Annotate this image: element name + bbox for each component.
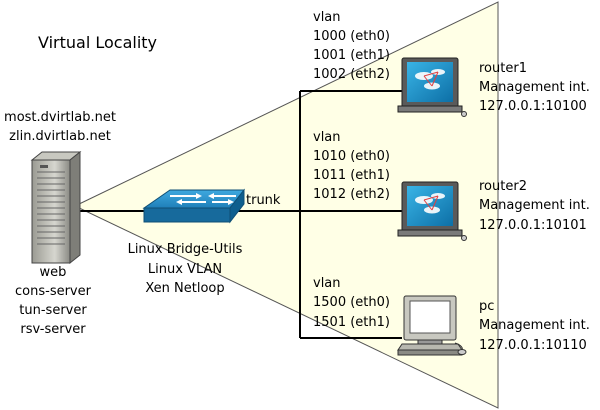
vlan-title: vlan: [313, 10, 341, 25]
router2-icon: [397, 181, 467, 241]
vlan-title: vlan: [313, 276, 341, 291]
pc-icon: [397, 295, 467, 356]
server-service: rsv-server: [20, 322, 86, 337]
server-service: tun-server: [19, 303, 87, 318]
vlan-entry: 1010 (eth0): [313, 149, 390, 164]
server-service: web: [40, 265, 67, 280]
mgmt-address: 127.0.0.1:10100: [479, 99, 587, 114]
locality-region: [73, 1, 499, 409]
switch-icon: [142, 188, 246, 224]
server-host: zlin.dvirtlab.net: [9, 129, 111, 144]
vlan-entry: 1011 (eth1): [313, 168, 390, 183]
server-icon: [30, 150, 82, 265]
vlan-entry: 1012 (eth2): [313, 187, 390, 202]
mgmt-label: Management int.: [479, 318, 590, 333]
mgmt-label: Management int.: [479, 80, 590, 95]
router1-vlans: vlan 1000 (eth0) 1001 (eth1) 1002 (eth2): [313, 10, 390, 82]
vlan-entry: 1001 (eth1): [313, 48, 390, 63]
device-name: router1: [479, 61, 527, 76]
switch-label: Linux Bridge-Utils: [128, 242, 243, 257]
server-services: web cons-server tun-server rsv-server: [15, 265, 92, 337]
trunk-label: trunk: [246, 193, 281, 208]
mgmt-label: Management int.: [479, 198, 590, 213]
vlan-entry: 1002 (eth2): [313, 67, 390, 82]
mgmt-address: 127.0.0.1:10101: [479, 218, 587, 233]
router1-icon: [397, 57, 467, 117]
vlan-entry: 1000 (eth0): [313, 29, 390, 44]
vlan-title: vlan: [313, 130, 341, 145]
diagram-title: Virtual Locality: [38, 33, 157, 52]
vlan-entry: 1501 (eth1): [313, 315, 390, 330]
server-service: cons-server: [15, 284, 92, 299]
connection-lines: [80, 90, 402, 339]
pc-vlans: vlan 1500 (eth0) 1501 (eth1): [313, 276, 390, 330]
server-hosts: most.dvirtlab.net zlin.dvirtlab.net: [4, 110, 116, 144]
vlan-entry: 1500 (eth0): [313, 295, 390, 310]
switch-label: Xen Netloop: [145, 281, 224, 296]
router2-vlans: vlan 1010 (eth0) 1011 (eth1) 1012 (eth2): [313, 130, 390, 202]
router2-labels: router2 Management int. 127.0.0.1:10101: [479, 179, 590, 233]
router1-labels: router1 Management int. 127.0.0.1:10100: [479, 61, 590, 114]
mgmt-address: 127.0.0.1:10110: [479, 338, 587, 353]
switch-labels: Linux Bridge-Utils Linux VLAN Xen Netloo…: [128, 242, 243, 296]
server-host: most.dvirtlab.net: [4, 110, 116, 125]
pc-labels: pc Management int. 127.0.0.1:10110: [479, 299, 590, 353]
device-name: pc: [479, 299, 494, 314]
device-name: router2: [479, 179, 527, 194]
switch-label: Linux VLAN: [148, 262, 222, 277]
